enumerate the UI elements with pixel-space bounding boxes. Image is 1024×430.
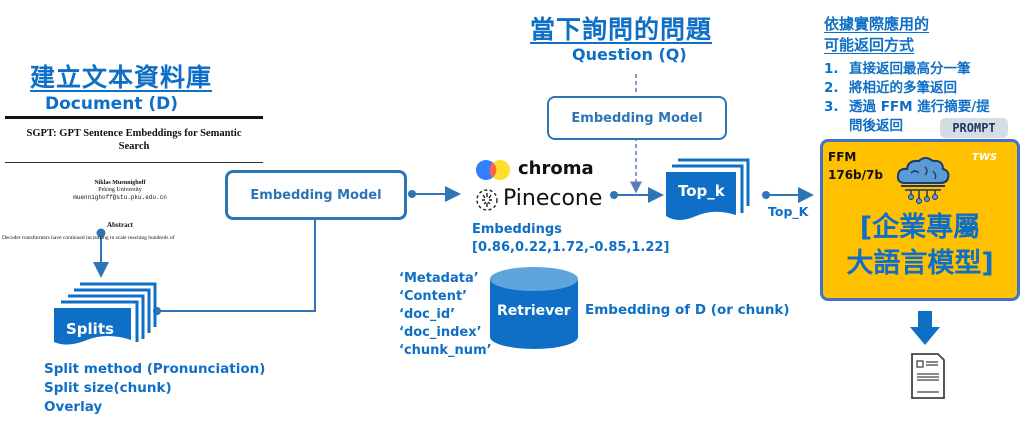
paper-author: Niklas Muennighoff bbox=[94, 180, 146, 186]
splits-notes: Split method (Pronunciation) Split size(… bbox=[44, 360, 265, 417]
document-section-title: 建立文本資料庫 bbox=[30, 63, 213, 92]
embedding-to-vectordb-arrow bbox=[408, 186, 461, 202]
tws-logo: TWS bbox=[972, 152, 998, 163]
paper-email: muennighoff@stu.pku.edu.cn bbox=[73, 194, 167, 201]
topk-stack bbox=[664, 158, 754, 226]
question-subtitle: Question (Q) bbox=[572, 45, 687, 64]
field-doc-id: ‘doc_id’ bbox=[399, 307, 456, 322]
split-method-note: Split method (Pronunciation) bbox=[44, 361, 266, 377]
return-item-3: 3. 透過 FFM 進行摘要/提 bbox=[824, 98, 990, 117]
return-methods-list: 1. 直接返回最高分一筆 2. 將相近的多筆返回 3. 透過 FFM 進行摘要/提 問… bbox=[824, 60, 990, 136]
retriever-description: Embedding of D (or chunk) bbox=[585, 302, 790, 318]
down-arrow-icon bbox=[910, 311, 940, 345]
chroma-logo bbox=[475, 159, 511, 185]
doc-to-splits-arrow bbox=[93, 228, 109, 278]
return-item-2-num: 2. bbox=[824, 80, 839, 96]
embedding-model-question-box[interactable]: Embedding Model bbox=[547, 96, 727, 140]
topk-arrow-label: Top_K bbox=[768, 204, 809, 219]
paper-title-rule bbox=[5, 162, 263, 163]
topk-to-ffm-arrow bbox=[762, 187, 814, 203]
return-item-3-text: 透過 FFM 進行摘要/提 bbox=[849, 99, 990, 115]
field-chunk-num: ‘chunk_num’ bbox=[399, 343, 492, 358]
embedding-model-doc-box[interactable]: Embedding Model bbox=[225, 170, 407, 220]
topk-label: Top_k bbox=[678, 182, 725, 200]
paper-title-line2: Search bbox=[118, 141, 150, 152]
ffm-name: FFM bbox=[828, 150, 857, 164]
embedding-model-question-label: Embedding Model bbox=[571, 110, 703, 126]
splits-label: Splits bbox=[66, 320, 114, 338]
embedding-model-doc-label: Embedding Model bbox=[250, 187, 382, 203]
paper-author-block: Niklas Muennighoff Peking University mue… bbox=[60, 180, 180, 201]
ai-cloud-icon bbox=[895, 155, 951, 209]
field-metadata: ‘Metadata’ bbox=[399, 271, 479, 286]
document-icon bbox=[911, 353, 945, 399]
return-item-1-text: 直接返回最高分一筆 bbox=[849, 61, 971, 77]
chroma-icon bbox=[476, 160, 510, 180]
splits-stack-icon bbox=[54, 282, 157, 345]
document-subtitle: Document (D) bbox=[45, 94, 179, 114]
split-size-note: Split size(chunk) bbox=[44, 380, 172, 396]
output-document[interactable] bbox=[910, 352, 946, 404]
output-arrow bbox=[910, 311, 940, 353]
return-item-1: 1. 直接返回最高分一筆 bbox=[824, 60, 990, 79]
paper-title-line1: SGPT: GPT Sentence Embeddings for Semant… bbox=[26, 128, 242, 139]
return-item-3-num: 3. bbox=[824, 99, 839, 115]
ffm-title: [企業專屬 大語言模型] bbox=[820, 210, 1020, 282]
vectordb-to-topk-arrow bbox=[610, 187, 664, 203]
field-doc-index: ‘doc_index’ bbox=[399, 325, 482, 340]
ffm-title-line2: 大語言模型] bbox=[846, 248, 994, 279]
retriever-cylinder[interactable] bbox=[488, 265, 580, 355]
splits-stack bbox=[52, 282, 162, 345]
return-item-2-text: 將相近的多筆返回 bbox=[849, 80, 957, 96]
return-methods-title: 依據實際應用的 可能返回方式 bbox=[824, 14, 929, 56]
retriever-label: Retriever bbox=[497, 303, 571, 319]
paper-abstract-text: Decoder transformers have continued incr… bbox=[2, 235, 175, 241]
cloud-brain-icon bbox=[896, 157, 950, 204]
paper-title: SGPT: GPT Sentence Embeddings for Semant… bbox=[5, 127, 263, 153]
pinecone-icon bbox=[476, 189, 498, 211]
question-section-title: 當下詢問的問題 bbox=[530, 15, 713, 44]
ffm-size: 176b/7b bbox=[828, 168, 883, 182]
chroma-label: chroma bbox=[518, 158, 594, 179]
embeddings-vector: [0.86,0.22,1.72,-0.85,1.22] bbox=[472, 240, 670, 255]
pinecone-logo bbox=[474, 187, 500, 217]
retriever-fields: ‘Metadata’ ‘Content’ ‘doc_id’ ‘doc_index… bbox=[399, 270, 492, 360]
prompt-badge[interactable]: PROMPT bbox=[940, 118, 1008, 138]
return-item-3-continued: 問後返回 bbox=[849, 118, 903, 134]
return-item-2: 2. 將相近的多筆返回 bbox=[824, 79, 990, 98]
paper-affiliation: Peking University bbox=[98, 187, 142, 193]
ffm-title-line1: [企業專屬 bbox=[859, 212, 981, 243]
return-item-1-num: 1. bbox=[824, 61, 839, 77]
return-title-line2: 可能返回方式 bbox=[824, 36, 915, 54]
embeddings-label: Embeddings bbox=[472, 222, 562, 237]
field-content: ‘Content’ bbox=[399, 289, 468, 304]
database-icon bbox=[490, 267, 578, 349]
topk-stack-icon bbox=[666, 158, 750, 220]
paper-abstract-heading: Abstract bbox=[106, 221, 134, 229]
paper-top-rule bbox=[5, 116, 263, 119]
pinecone-label: Pinecone bbox=[503, 186, 603, 211]
overlay-note: Overlay bbox=[44, 399, 103, 415]
return-title-line1: 依據實際應用的 bbox=[824, 15, 930, 33]
ffm-info: FFM 176b/7b bbox=[828, 148, 883, 184]
